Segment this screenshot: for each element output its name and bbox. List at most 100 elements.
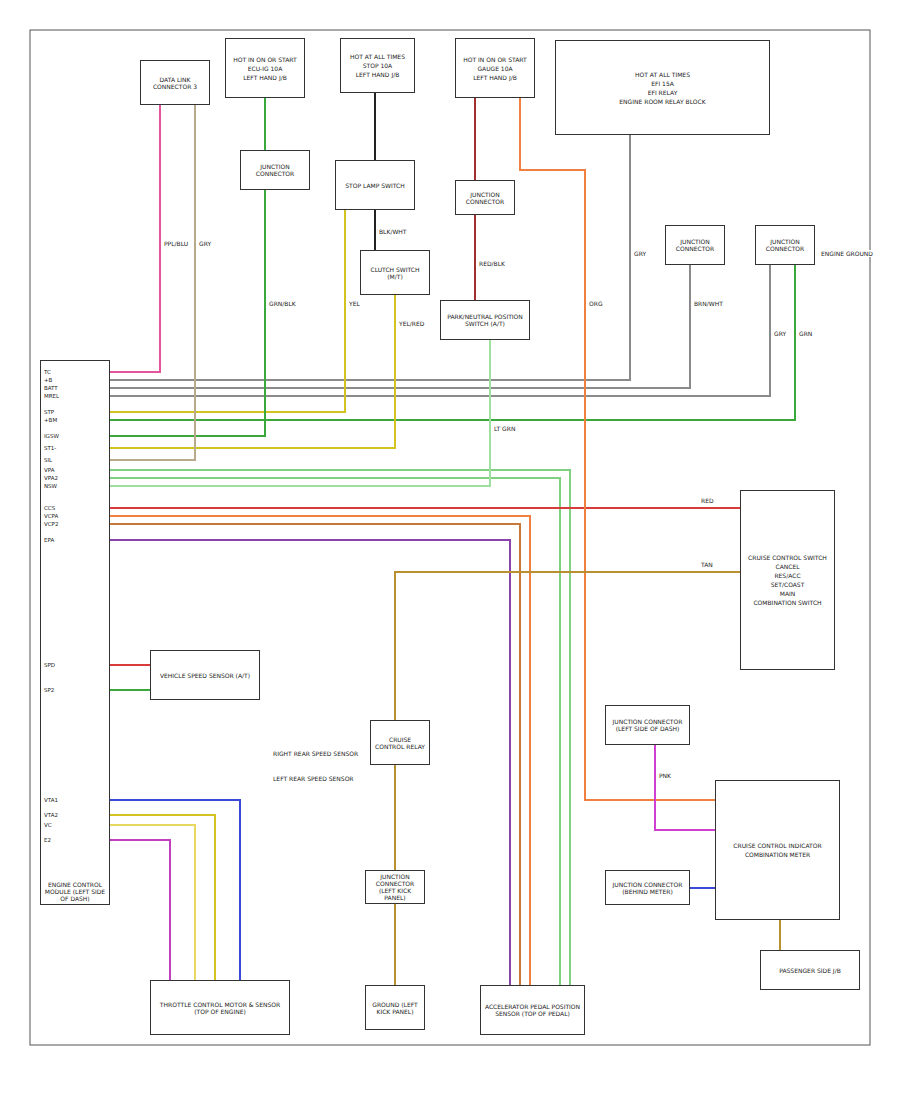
component-box: HOT IN ON OR STARTECU-IG 10ALEFT HAND J/… [225,38,305,98]
wire [264,98,266,150]
wire-color-label: YEL [348,300,361,307]
wire [110,105,195,460]
component-label: JUNCTION CONNECTOR [669,238,721,252]
component-label: HOT IN ON OR START [463,56,526,63]
component-label: HOT IN ON OR START [233,56,296,63]
wire [110,265,770,396]
pin-name: ST1- [43,445,57,451]
component-box: HOT IN ON OR STARTGAUGE 10ALEFT HAND J/B [455,38,535,98]
wire [110,800,240,980]
component-label: CANCEL [775,563,799,570]
component-label: JUNCTION CONNECTOR (BEHIND METER) [609,881,686,895]
component-box: JUNCTION CONNECTOR [240,150,310,190]
pin-name: MREL [43,393,60,399]
wire [110,516,530,985]
wire [110,689,150,691]
component-label: STOP LAMP SWITCH [345,182,405,189]
component-label: LEFT HAND J/B [473,74,517,81]
wire [110,265,795,420]
component-box: JUNCTION CONNECTOR [455,180,515,215]
wire [110,105,160,372]
wire-color-label: BRN/WHT [693,300,724,307]
wire [110,540,510,985]
border-frame [30,30,870,1045]
component-box: DATA LINK CONNECTOR 3 [140,60,210,105]
pin-name: SP2 [43,687,55,693]
wire-color-label: ENGINE GROUND [820,250,874,257]
component-box: PARK/NEUTRAL POSITION SWITCH (A/T) [440,300,530,340]
wire-color-label: RED [700,497,715,504]
component-label: PASSENGER SIDE J/B [779,967,841,974]
component-label: CLUTCH SWITCH (M/T) [364,266,426,280]
component-box: THROTTLE CONTROL MOTOR & SENSOR (TOP OF … [150,980,290,1035]
wire [110,340,490,486]
pin-name: IGSW [43,433,60,439]
component-label: ENGINE ROOM RELAY BLOCK [619,98,705,105]
wire [374,93,376,160]
wire [110,210,345,412]
wire-color-label: RIGHT REAR SPEED SENSOR [272,750,359,757]
wire-color-label: LEFT REAR SPEED SENSOR [272,775,355,782]
wire-color-label: GRN/BLK [268,300,297,307]
component-label: EFI RELAY [648,89,678,96]
wire [110,664,150,666]
component-box: GROUND (LEFT KICK PANEL) [365,985,425,1030]
component-label: COMBINATION SWITCH [753,599,821,606]
pin-name: EPA [43,537,55,543]
component-label: LEFT HAND J/B [356,71,400,78]
wire-color-label: ORG [588,300,604,307]
component-label: MAIN [780,590,796,597]
wire [394,765,396,870]
component-box: VEHICLE SPEED SENSOR (A/T) [150,650,260,700]
component-label: RES/ACC [774,572,800,579]
component-box: STOP LAMP SWITCH [335,160,415,210]
component-label: JUNCTION CONNECTOR (LEFT SIDE OF DASH) [609,718,686,732]
wire [110,135,630,380]
pin-name: NSW [43,483,58,489]
wire [395,572,740,720]
component-box: PASSENGER SIDE J/B [760,950,860,990]
component-label: ACCELERATOR PEDAL POSITION SENSOR (TOP O… [484,1003,581,1017]
pin-name: VC [43,822,53,828]
wire [520,98,715,800]
component-box: ACCELERATOR PEDAL POSITION SENSOR (TOP O… [480,985,585,1035]
component-box: CRUISE CONTROL INDICATOR COMBINATION METE… [715,780,840,920]
component-box: JUNCTION CONNECTOR [755,225,815,265]
pin-name: E2 [43,837,52,843]
pin-name: +B [43,377,53,383]
pin-name: VPA [43,467,56,473]
wire-color-label: PPL/BLU [163,240,189,247]
wire [110,524,520,985]
component-label: COMBINATION METER [745,851,810,858]
wire [110,470,570,985]
wire [110,295,395,448]
wire [110,190,265,436]
wire [110,815,215,980]
wire-color-label: GRN [798,330,813,337]
wire-color-label: RED/BLK [478,260,506,267]
component-box: JUNCTION CONNECTOR (LEFT KICK PANEL) [365,870,425,904]
component-box: JUNCTION CONNECTOR (LEFT SIDE OF DASH) [605,705,690,745]
pin-name: TC [43,369,52,375]
pin-name: STP [43,409,55,415]
component-label: JUNCTION CONNECTOR (LEFT KICK PANEL) [369,873,421,901]
wire [110,825,195,980]
component-label: HOT AT ALL TIMES [350,53,405,60]
component-box: CRUISE CONTROL RELAY [370,720,430,765]
component-label: GROUND (LEFT KICK PANEL) [369,1001,421,1015]
wire-color-label: GRY [773,330,787,337]
pin-name: VCP2 [43,521,59,527]
component-label: JUNCTION CONNECTOR [244,163,306,177]
pin-name: VCPA [43,513,59,519]
wire [394,904,396,985]
component-box: CLUTCH SWITCH (M/T) [360,250,430,295]
wire-color-label: PNK [658,772,672,779]
component-label: THROTTLE CONTROL MOTOR & SENSOR (TOP OF … [154,1001,286,1015]
component-label: HOT AT ALL TIMES [635,71,690,78]
component-label: CRUISE CONTROL INDICATOR [733,842,821,849]
component-label: JUNCTION CONNECTOR [759,238,811,252]
wire-color-label: TAN [700,561,714,568]
component-label: VEHICLE SPEED SENSOR (A/T) [160,672,250,679]
component-label: EFI 15A [651,80,674,87]
